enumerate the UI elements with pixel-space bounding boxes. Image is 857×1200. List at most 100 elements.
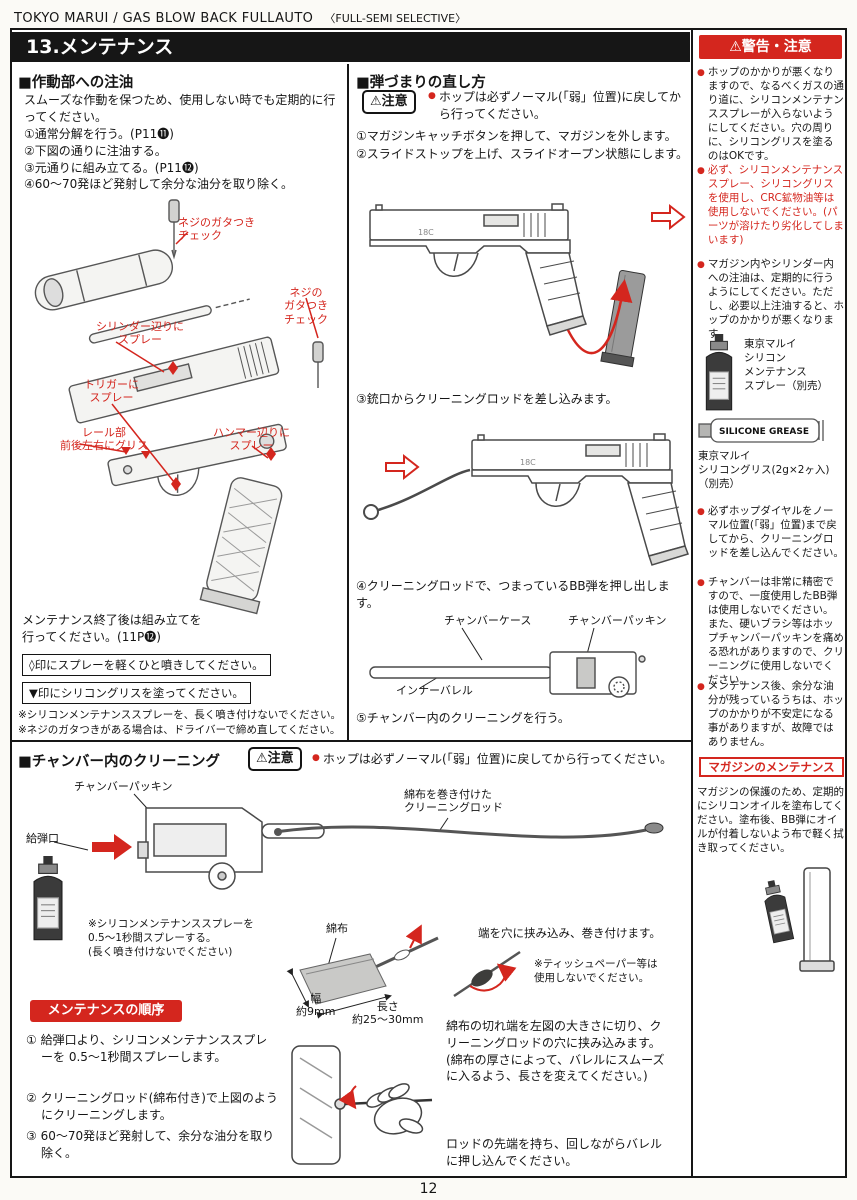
- label-screw-check-right: ネジの ガタつき チェック: [284, 286, 328, 326]
- doc-header-subtitle: 〈FULL-SEMI SELECTIVE〉: [324, 12, 467, 25]
- cloth-wrap-note: 端を穴に挟み込み、巻き付けます。: [478, 926, 661, 940]
- jam-fix-step: ①マガジンキャッチボタンを押して、マガジンを外します。: [356, 129, 677, 143]
- hop-dial-part: [608, 676, 630, 698]
- grease-product-caption: 東京マルイ シリコングリス(2g×2ヶ入) （別売）: [698, 450, 830, 490]
- chamber-cleaning-caution: ● ホップは必ずノーマル(「弱」位置)に戻してから行ってください。: [312, 751, 687, 768]
- outer-barrel-part: [34, 249, 174, 311]
- maintenance-order-step: ② クリーニングロッド(綿布付き)で上図のようにクリーニングします。: [26, 1091, 278, 1123]
- warning-bullet: ● チャンバーは非常に精密ですので、一度使用したBB弾は使用しないでください。ま…: [697, 576, 844, 688]
- chamber-cleaning-heading: ■チャンバー内のクリーニング: [18, 754, 221, 770]
- warning-header: ⚠警告・注意: [699, 35, 842, 59]
- warning-text: チャンバーは非常に精密ですので、一度使用したBB弾は使用しないでください。また、…: [707, 576, 844, 686]
- cloth-cut-note: 綿布の切れ端を左図の大きさに切り、クリーニングロッドの穴に挟み込みます。(綿布の…: [446, 1019, 665, 1084]
- frame-part: [107, 423, 287, 496]
- cloth-strip-illustration: [286, 924, 439, 1019]
- column-divider: [347, 64, 349, 740]
- magazine-icon: [600, 269, 646, 368]
- bullet-icon: ●: [697, 166, 705, 176]
- warning-bullet: ● 必ずホップダイヤルをノーマル位置(「弱」位置)まで戻してから、クリーニングロ…: [697, 505, 844, 561]
- grip-texture: [211, 487, 278, 592]
- warning-text: メンテナンス後、余分な油分が残っているうちは、ホップのかかりが不安定になる事があ…: [707, 680, 844, 748]
- magazine-maintenance-title: マガジンのメンテナンス: [699, 757, 844, 777]
- doc-header: TOKYO MARUI / GAS BLOW BACK FULLAUTO 〈FU…: [14, 7, 466, 26]
- chamber-section-illustration: [369, 627, 646, 698]
- chamber-cleaning-caution-text: ホップは必ずノーマル(「弱」位置)に戻してから行ってください。: [322, 752, 673, 766]
- spray-instruction-box: ◊印にスプレーを軽くひと噴きしてください。: [22, 654, 271, 676]
- lubrication-notes: ※シリコンメンテナンススプレーを、長く噴き付けないでください。 ※ネジのガタつき…: [18, 708, 343, 737]
- label-feed-port: 給弾口: [26, 832, 59, 845]
- magazine-icon: [799, 867, 835, 972]
- dimension-lines: [286, 967, 392, 1019]
- jam-fix-caution-text: ホップは必ずノーマル(「弱」位置)に戻してから行ってください。: [438, 90, 682, 121]
- grease-instruction-box: ▼印にシリコングリスを塗ってください。: [22, 682, 251, 704]
- tissue-warning-note: ※ティッシュペーパー等は 使用しないでください。: [534, 958, 658, 984]
- lubrication-note: ※ネジのガタつきがある場合は、ドライバーで締め直してください。: [18, 723, 341, 736]
- rod-direction-arrow: [385, 453, 420, 481]
- spray-point-marks: [121, 361, 276, 491]
- warning-bullet: ● ホップのかかりが悪くなりますので、なるべくガスの通り道に、シリコンメンテナン…: [697, 66, 844, 164]
- label-hammer-spray: ハンマー辺りに スプレー: [213, 426, 290, 453]
- label-chamber-packing-bottom: チャンバーパッキン: [74, 780, 173, 793]
- slide-part: [68, 336, 280, 424]
- grease-tube-label: SILICONE GREASE: [719, 427, 809, 437]
- caution-badge: ⚠注意: [248, 747, 302, 771]
- caution-badge: ⚠注意: [362, 90, 416, 114]
- maintenance-order-step: ③ 60〜70発ほど発射して、余分な油分を取り除く。: [26, 1129, 275, 1161]
- magazine-oiling-illustration: [760, 867, 835, 972]
- label-cylinder-spray: シリンダー辺りに スプレー: [96, 320, 184, 347]
- doc-header-title: TOKYO MARUI / GAS BLOW BACK FULLAUTO: [14, 11, 314, 26]
- magazine-removal-arrow: [566, 279, 633, 355]
- magazine-maintenance-text: マガジンの保護のため、定期的にシリコンオイルを塗布してください。塗布後、BB弾に…: [697, 786, 844, 854]
- spray-instruction-text: 印にスプレーを軽くひと噴きしてください。: [34, 658, 264, 672]
- spray-product-caption: 東京マルイ シリコン メンテナンス スプレー（別売）: [744, 338, 828, 392]
- lubrication-step: ③元通りに組み立てる。(P11⓬): [24, 160, 199, 175]
- maintenance-order-step: ① 給弾口より、シリコンメンテナンススプレーを 0.5〜1秒間スプレーします。: [26, 1033, 268, 1065]
- slide-direction-arrow: [651, 203, 686, 231]
- guide-rod-part: [88, 298, 250, 344]
- lubrication-intro: スムーズな作動を保つため、使用しない時でも定期的に行ってください。: [24, 93, 336, 124]
- section-title-bar: 13.メンテナンス: [12, 32, 690, 62]
- screwdriver-icon: [312, 341, 324, 388]
- maintenance-order-title: メンテナンスの順序: [30, 1000, 182, 1022]
- jam-fix-step: ③銃口からクリーニングロッドを差し込みます。: [356, 392, 618, 406]
- grease-tube-icon: SILICONE GREASE: [698, 418, 824, 443]
- magazine-removal-illustration: [369, 203, 686, 368]
- bullet-icon: ●: [697, 260, 705, 270]
- chamber-cleaning-illustration: [53, 793, 664, 890]
- rod-push-note: ロッドの先端を持ち、回しながらバレルに押し込んでください。: [446, 1137, 663, 1168]
- spray-can-icon: [705, 333, 733, 411]
- bullet-icon: ●: [697, 682, 705, 692]
- exploded-pistol-illustration: [34, 199, 324, 615]
- label-trigger-spray: トリガーに スプレー: [84, 378, 139, 405]
- grease-mark-icon: ▼: [29, 686, 38, 700]
- cloth-wrap-illustration: [453, 950, 521, 998]
- label-cloth: 綿布: [326, 922, 348, 935]
- barrel-block: [291, 1045, 341, 1165]
- screwdriver-icon: [168, 199, 180, 260]
- spray-can-icon: [760, 878, 795, 944]
- grip-part: [199, 477, 283, 615]
- cleaning-rod-icon: [363, 468, 471, 520]
- hand-push-rod-illustration: [291, 1045, 433, 1165]
- lubrication-step: ①通常分解を行う。(P11⓫): [24, 127, 174, 141]
- jam-fix-heading: ■弾づまりの直し方: [356, 75, 486, 91]
- label-rail-grease: レール部 前後左右にグリス: [60, 426, 148, 453]
- warning-text: 必ずホップダイヤルをノーマル位置(「弱」位置)まで戻してから、クリーニングロッド…: [707, 505, 844, 559]
- jam-fix-step: ⑤チャンバー内のクリーニングを行う。: [356, 711, 570, 725]
- chamber-assembly-part: [137, 807, 325, 890]
- spray-can-icon: [33, 855, 63, 941]
- push-direction-arrow: [405, 924, 422, 949]
- rod-handle: [644, 822, 664, 834]
- jam-fix-caution: ● ホップは必ずノーマル(「弱」位置)に戻してから行ってください。: [428, 89, 686, 123]
- feed-port-arrow: [92, 834, 132, 860]
- warning-text: ホップのかかりが悪くなりますので、なるべくガスの通り道に、シリコンメンテナンスス…: [707, 66, 844, 162]
- cloth-strip: [299, 953, 387, 1005]
- warning-bullet: ● 必ず、シリコンメンテナンススプレー、シリコングリスを使用し、CRC鉱物油等は…: [697, 164, 844, 248]
- inner-barrel-part: [369, 666, 553, 679]
- wrapped-cloth: [471, 969, 493, 987]
- cleaning-rod-insert-illustration: [363, 433, 689, 566]
- jam-fix-step: ②スライドストップを上げ、スライドオープン状態にします。: [356, 147, 689, 161]
- cleaning-rod-icon: [275, 825, 647, 839]
- label-chamber-packing: チャンバーパッキン: [568, 614, 667, 627]
- jam-fix-step: ④クリーニングロッドで、つまっているBB弾を押し出します。: [356, 579, 670, 611]
